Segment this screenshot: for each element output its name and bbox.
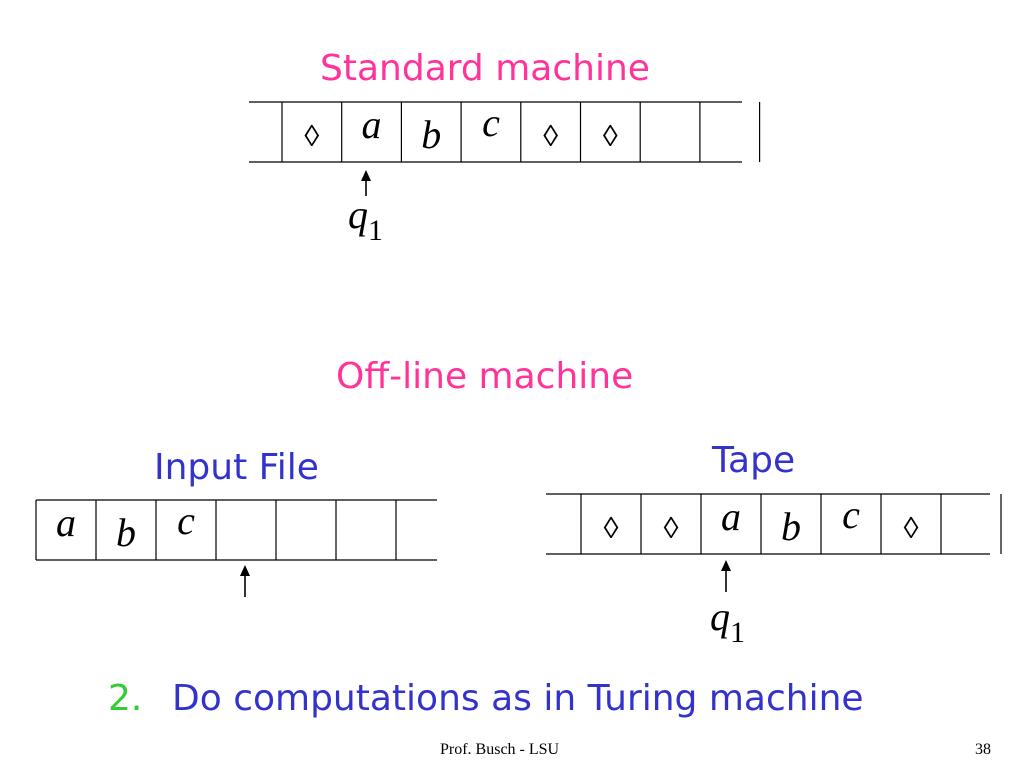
tape-cell-symbol: ◊: [603, 120, 618, 153]
bullet-number: 2.: [108, 678, 143, 719]
tape-cell-symbol: a: [56, 500, 76, 545]
tape-cell-symbol: ◊: [664, 512, 679, 545]
head-arrow-tip: [721, 560, 731, 571]
tape-cell-symbol: ◊: [543, 120, 558, 153]
tape-cell-symbol: b: [421, 112, 441, 157]
bullet-text: Do computations as in Turing machine: [172, 678, 864, 719]
tape-cell-symbol: ◊: [304, 120, 319, 153]
tape-cell-symbol: b: [781, 504, 801, 549]
footer-author: Prof. Busch - LSU: [440, 741, 560, 758]
state-subscript: 1: [730, 616, 745, 649]
tape-cell-symbol: a: [362, 102, 382, 147]
input-file-head: [240, 565, 250, 597]
standard-machine-title: Standard machine: [320, 48, 650, 89]
tape-cell-symbol: a: [721, 494, 741, 539]
offline-machine-title: Off-line machine: [336, 356, 634, 397]
tape-cell-symbol: ◊: [604, 512, 619, 545]
input-file-label: Input File: [154, 447, 319, 488]
head-arrow-tip: [361, 170, 371, 181]
tape-cell-symbol: c: [177, 498, 195, 543]
tape-cell-symbol: ◊: [904, 512, 919, 545]
head-arrow-tip: [240, 565, 250, 576]
state-label: q: [348, 192, 368, 237]
state-subscript: 1: [368, 214, 383, 247]
tape-label: Tape: [712, 440, 796, 481]
tape-cell-symbol: c: [842, 492, 860, 537]
tape-cell-symbol: c: [482, 100, 500, 145]
footer-page-number: 38: [975, 741, 991, 758]
tape-cell-symbol: b: [116, 510, 136, 555]
state-label: q: [710, 594, 730, 639]
